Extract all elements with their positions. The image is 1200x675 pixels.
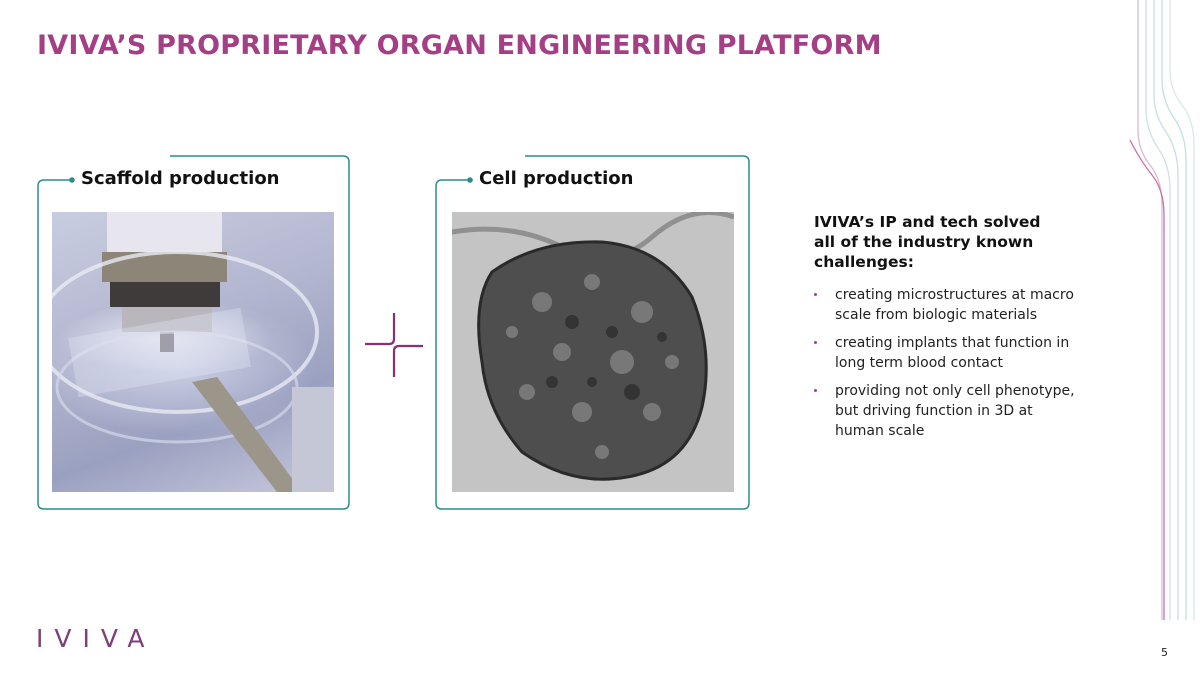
bullet-dot-icon — [814, 389, 817, 392]
bullet-dot-icon — [814, 341, 817, 344]
scaffold-production-photo — [52, 212, 334, 492]
list-item-text: creating microstructures at macro scale … — [835, 287, 1074, 323]
page-number: 5 — [1161, 646, 1168, 659]
decorative-lines-icon — [1129, 0, 1195, 620]
card-scaffold-production: Scaffold production — [37, 155, 350, 510]
plus-icon — [365, 313, 423, 377]
ip-heading: IVIVA’s IP and tech solved all of the in… — [814, 213, 1041, 271]
slide-title: IVIVA’S PROPRIETARY ORGAN ENGINEERING PL… — [37, 30, 882, 61]
card-cell-production: Cell production — [435, 155, 750, 510]
list-item-text: providing not only cell phenotype, but d… — [835, 383, 1075, 439]
bullet-dot-icon — [814, 293, 817, 296]
list-item-text: creating implants that function in long … — [835, 335, 1070, 371]
card-label: Cell production — [479, 168, 638, 189]
brand-logo: IVIVA — [36, 624, 156, 653]
list-item: providing not only cell phenotype, but d… — [814, 381, 1084, 441]
card-frame — [37, 155, 350, 510]
card-frame — [435, 155, 750, 510]
list-item: creating implants that function in long … — [814, 333, 1084, 373]
cell-production-photo — [452, 212, 734, 492]
list-item: creating microstructures at macro scale … — [814, 285, 1084, 325]
card-label: Scaffold production — [81, 168, 284, 189]
challenges-list: creating microstructures at macro scale … — [814, 285, 1084, 449]
